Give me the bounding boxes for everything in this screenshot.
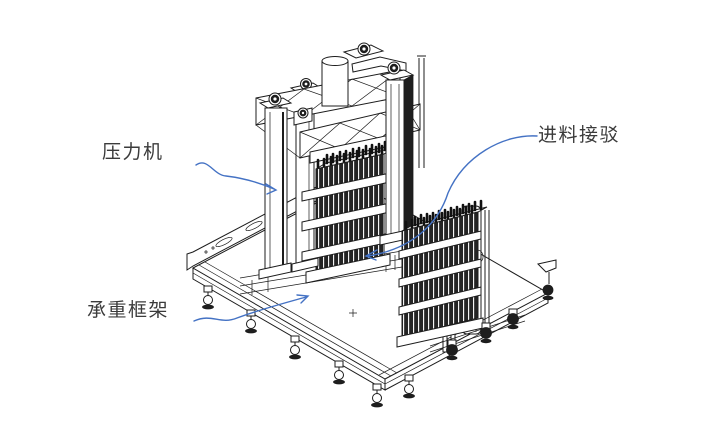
feed-dock-drawing (396, 199, 526, 361)
frame-leader-arrowhead (296, 294, 310, 304)
press-leader-arrowhead (265, 183, 278, 195)
press-cell-stack (301, 139, 395, 284)
feed-leader-arrow (367, 135, 538, 257)
feed-leader-arrowhead (364, 249, 378, 261)
frame-leader-arrow (193, 296, 307, 322)
press-leader-arrow (195, 162, 275, 190)
press-machine-label: 压力机 (102, 142, 164, 163)
load-frame-label: 承重框架 (87, 300, 170, 321)
feed-dock-label: 进料接驳 (538, 125, 621, 146)
press-machine-drawing (255, 42, 426, 284)
